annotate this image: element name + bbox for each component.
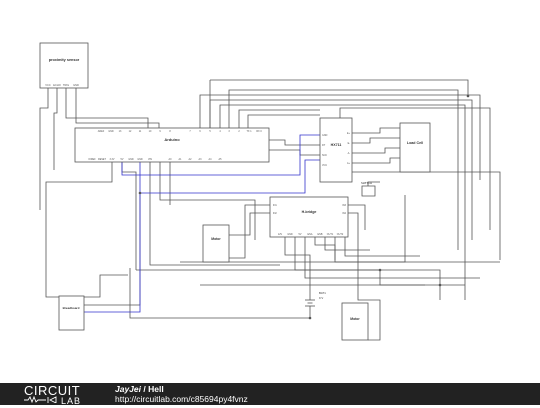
arduino-board: Arduino AREF GND 13 12 11 10 9 8 7 6 5 4… (74, 127, 270, 163)
arduino-top-pin: 9 (159, 130, 161, 133)
proximity-pin: GND (73, 83, 79, 87)
load-cell-title: Load Cell (407, 141, 423, 145)
arduino-top-pin: 13 (119, 130, 122, 133)
user-link[interactable]: JayJei (115, 384, 141, 394)
motor-left-title: Motor (211, 237, 221, 241)
h-bridge-pin: ENA (308, 233, 313, 236)
wires (39, 79, 501, 341)
h-bridge-pin: OUT2 (337, 233, 344, 236)
circuitlab-logo[interactable]: CIRCUIT LAB (24, 383, 81, 406)
motor-right-title: Motor (350, 317, 360, 321)
h-bridge-pin: IN3 (342, 204, 346, 207)
h-bridge: H-bridge IN1 IN2 IN3 IN4 12V GND 5V ENA … (269, 196, 349, 238)
hx711-pin: SCK (322, 154, 327, 157)
blue-wires (84, 134, 320, 313)
hx711-pin: VCC (322, 164, 327, 167)
arduino-top-pin: RX 0 (256, 130, 262, 133)
battery: BAT1 9 V (305, 291, 326, 307)
arduino-top-pin: 11 (139, 130, 142, 133)
junction-dots (138, 94, 470, 320)
hx711-pin: A- (348, 152, 351, 155)
arduino-top-pin: 5 (209, 130, 211, 133)
battery-value: 9 V (319, 296, 323, 300)
h-bridge-pin: GND (287, 233, 293, 236)
h-bridge-pin: 5V (299, 233, 302, 236)
hx711-module: HX711 GND DT SCK VCC E+ E- A- A+ (319, 117, 353, 183)
hx711-pin: A+ (347, 162, 351, 165)
h-bridge-pin: IN1 (273, 204, 277, 207)
arduino-top-pins: AREF GND 13 12 11 10 9 8 7 6 5 4 3 2 TX … (98, 130, 263, 133)
arduino-bottom-pin: IOREF (88, 158, 96, 161)
logo-wave-icon (24, 396, 57, 403)
h-bridge-pin: 12V (278, 233, 283, 236)
footer-bar: CIRCUIT LAB JayJei / Hell http://circuit… (0, 383, 540, 406)
project-name[interactable]: Hell (148, 384, 164, 394)
arduino-bottom-pins: IOREF RESET 3.3V 5V GND GND VIN A0 A1 A2… (88, 158, 222, 161)
arduino-bottom-pin: A4 (209, 158, 213, 161)
arduino-bottom-pin: VIN (148, 158, 152, 161)
arduino-top-pin: 6 (199, 130, 201, 133)
arduino-top-pin: TX 1 (246, 130, 252, 133)
motor-left: Motor (202, 224, 230, 263)
proximity-title: proximity sensor (49, 58, 80, 62)
project-url[interactable]: http://circuitlab.com/c85694py4fvnz (115, 394, 248, 404)
arduino-top-pin: AREF (98, 130, 105, 133)
h-bridge-pin: IN4 (342, 212, 346, 215)
arduino-top-pin: 12 (129, 130, 132, 133)
arduino-top-pin: 8 (169, 130, 171, 133)
load-cell: Load Cell (399, 122, 431, 173)
arduino-bottom-pin: A3 (199, 158, 203, 161)
hx711-pin: E+ (347, 132, 351, 135)
battery-label: BAT1 (319, 291, 326, 295)
breadboard-title: Breadboard (63, 306, 80, 310)
proximity-pin: ECHO (53, 83, 61, 87)
arduino-top-pin: GND (108, 130, 114, 133)
arduino-bottom-pin: A0 (169, 158, 173, 161)
schematic-diagram: proximity sensor VCC ECHO TRIG GND Ardui… (39, 42, 501, 341)
motor-right: Motor (341, 302, 369, 341)
h-bridge-pin: OUT1 (327, 233, 334, 236)
arduino-top-pin: 4 (219, 130, 221, 133)
hx711-pin: DT (322, 144, 326, 147)
owner-separator: / (141, 384, 149, 394)
project-owner-line: JayJei / Hell (115, 384, 164, 394)
proximity-pin: TRIG (63, 83, 69, 87)
arduino-top-pin: 2 (238, 130, 240, 133)
schematic-canvas: proximity sensor VCC ECHO TRIG GND Ardui… (39, 42, 501, 341)
logo-text-top: CIRCUIT (24, 383, 81, 398)
arduino-top-pin: 10 (149, 130, 152, 133)
switch-label: SWITCH (361, 181, 372, 185)
breadboard: Breadboard (58, 295, 85, 331)
arduino-bottom-pin: GND (128, 158, 134, 161)
arduino-bottom-pin: RESET (98, 158, 107, 161)
hx711-pin: E- (348, 142, 351, 145)
arduino-bottom-pin: 3.3V (110, 158, 115, 161)
arduino-top-pin: 3 (228, 130, 230, 133)
arduino-top-pin: 7 (189, 130, 191, 133)
h-bridge-pin: ENB (318, 233, 323, 236)
hx711-title: HX711 (331, 143, 342, 147)
arduino-bottom-pin: GND (137, 158, 143, 161)
hx711-pin: GND (322, 134, 328, 137)
arduino-bottom-pin: A1 (179, 158, 183, 161)
arduino-bottom-pin: A2 (189, 158, 193, 161)
arduino-title: Arduino (164, 137, 180, 142)
proximity-sensor: proximity sensor VCC ECHO TRIG GND (39, 42, 89, 89)
arduino-bottom-pin: A5 (219, 158, 223, 161)
h-bridge-pin: IN2 (273, 212, 277, 215)
proximity-pin: VCC (45, 83, 51, 87)
logo-text-bottom: LAB (61, 396, 82, 406)
h-bridge-title: H-bridge (302, 210, 317, 214)
arduino-bottom-pin: 5V (121, 158, 124, 161)
